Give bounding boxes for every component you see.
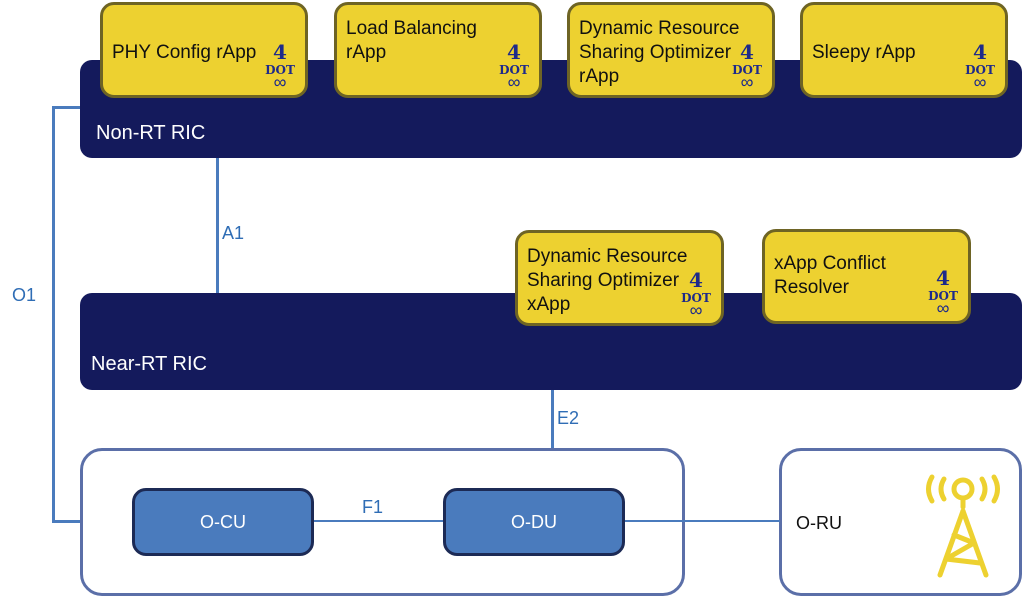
rapp-dynamic-resource-sharing[interactable]: Dynamic Resource Sharing Optimizer rApp … (567, 2, 775, 98)
svg-text:DOT: DOT (681, 291, 711, 305)
svg-text:4: 4 (689, 271, 703, 292)
svg-text:DOT: DOT (499, 63, 529, 77)
e2-label: E2 (557, 408, 580, 428)
svg-text:DOT: DOT (928, 289, 958, 303)
svg-text:DOT: DOT (732, 63, 762, 77)
ocu-node[interactable]: O-CU (132, 488, 314, 556)
o1-link (52, 106, 55, 523)
svg-text:∞: ∞ (274, 72, 287, 89)
svg-text:4: 4 (273, 43, 287, 64)
o1-link (52, 520, 82, 523)
svg-text:∞: ∞ (741, 72, 754, 89)
svg-text:∞: ∞ (508, 72, 521, 89)
oru-frame[interactable]: O-RU (779, 448, 1022, 596)
xapp-dynamic-resource-sharing[interactable]: Dynamic Resource Sharing Optimizer xApp … (515, 230, 724, 326)
a1-label: A1 (222, 223, 245, 243)
svg-text:∞: ∞ (974, 72, 987, 89)
radio-tower-icon (926, 474, 1000, 578)
svg-text:4: 4 (973, 43, 987, 64)
e2-link (551, 385, 554, 451)
f1-label: F1 (362, 497, 384, 517)
near-rt-ric-label: Near-RT RIC (91, 353, 207, 375)
o1-label: O1 (12, 285, 37, 305)
svg-text:DOT: DOT (965, 63, 995, 77)
svg-text:4: 4 (507, 43, 521, 64)
odu-node[interactable]: O-DU (443, 488, 625, 556)
svg-text:∞: ∞ (937, 298, 950, 315)
o1-link (52, 106, 82, 109)
f1-link (312, 520, 444, 522)
svg-text:4: 4 (740, 43, 754, 64)
svg-text:∞: ∞ (690, 300, 703, 317)
oru-label: O-RU (796, 513, 842, 533)
svg-text:4: 4 (936, 269, 950, 290)
svg-text:DOT: DOT (265, 63, 295, 77)
a1-link (216, 150, 219, 300)
fronthaul-link (623, 520, 780, 522)
non-rt-ric-label: Non-RT RIC (96, 122, 206, 144)
